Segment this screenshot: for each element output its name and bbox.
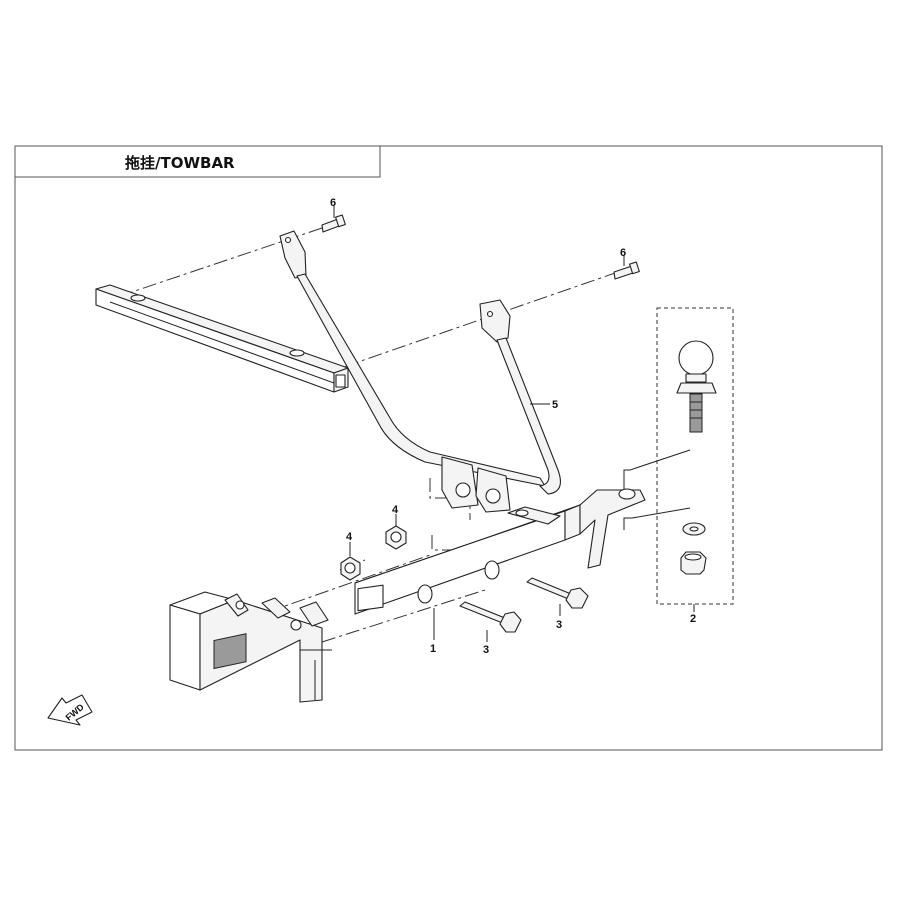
diagram-frame bbox=[14, 145, 883, 751]
callout-3-front: 3 bbox=[483, 630, 489, 656]
svg-text:4: 4 bbox=[346, 531, 353, 543]
callout-3-rear: 3 bbox=[556, 604, 562, 631]
ball-assembly-box bbox=[656, 307, 734, 605]
flange-bolt-3-rear bbox=[526, 577, 589, 609]
hitch-ball-2 bbox=[676, 340, 717, 433]
callout-4-left: 4 bbox=[346, 531, 353, 556]
flange-bolt-3-front bbox=[459, 601, 522, 633]
diagram-title: 拖挂/TOWBAR bbox=[125, 154, 235, 172]
svg-text:2: 2 bbox=[690, 613, 696, 625]
title-box bbox=[14, 145, 381, 178]
receiver-tube-1 bbox=[354, 488, 646, 615]
callout-6-right: 6 bbox=[620, 247, 626, 266]
svg-text:6: 6 bbox=[330, 197, 336, 209]
svg-text:3: 3 bbox=[483, 644, 489, 656]
callout-1: 1 bbox=[430, 608, 436, 655]
callout-5: 5 bbox=[530, 399, 558, 411]
chassis-bracket bbox=[169, 591, 332, 703]
spacer-4-center bbox=[385, 525, 407, 550]
callout-4-center: 4 bbox=[392, 504, 399, 526]
fwd-arrow-icon: FWD bbox=[47, 694, 93, 726]
upper-crossbar bbox=[95, 284, 349, 393]
bolt-6-right bbox=[613, 261, 640, 280]
svg-text:6: 6 bbox=[620, 247, 626, 259]
bolt-6-left bbox=[321, 214, 346, 233]
svg-text:1: 1 bbox=[430, 643, 436, 655]
callout-2: 2 bbox=[690, 604, 696, 625]
svg-text:4: 4 bbox=[392, 504, 399, 516]
ball-nut bbox=[680, 551, 707, 575]
ball-washer bbox=[682, 522, 706, 536]
spacer-4-left bbox=[340, 556, 361, 581]
callout-6-left: 6 bbox=[330, 197, 336, 218]
frame-bracket-5 bbox=[279, 230, 561, 513]
svg-text:3: 3 bbox=[556, 619, 562, 631]
svg-text:5: 5 bbox=[552, 399, 558, 411]
